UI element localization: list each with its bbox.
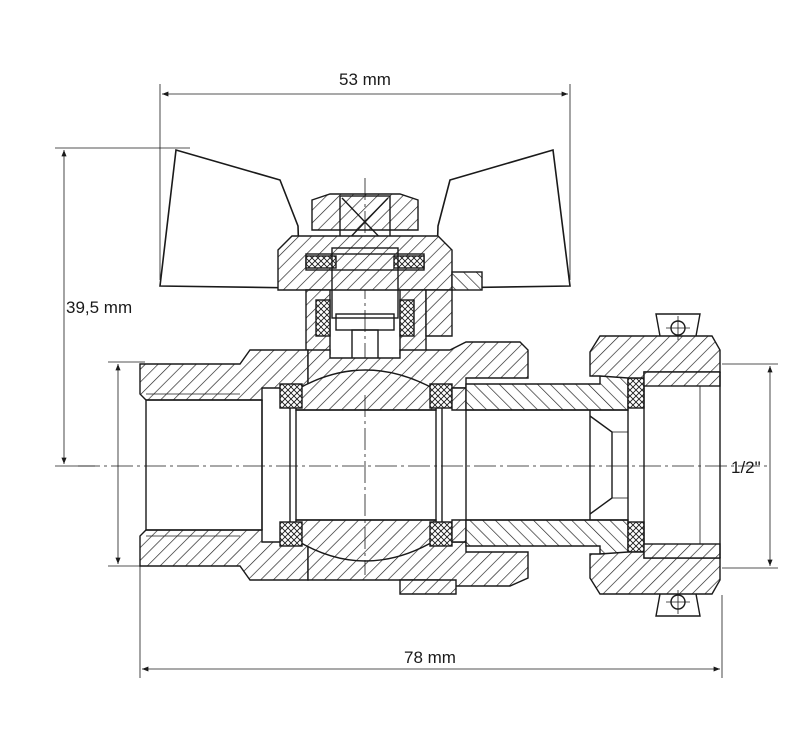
top-width-label: 53 mm <box>339 70 391 89</box>
butterfly-handle <box>159 148 571 289</box>
gasket-bottom <box>627 521 645 553</box>
handle-left-wing <box>159 148 301 289</box>
thread-size-label: 1/2" <box>731 458 761 477</box>
union-nut <box>589 313 721 617</box>
bottom-length-label: 78 mm <box>404 648 456 667</box>
stem-assembly <box>277 178 483 400</box>
ball-bore <box>295 409 437 521</box>
handle-boss <box>277 235 453 291</box>
seat-top-right <box>429 383 453 409</box>
height-label: 39,5 mm <box>66 298 132 317</box>
gasket-top <box>627 377 645 409</box>
seat-top-left <box>279 383 303 409</box>
height-dimension: 39,5 mm <box>55 147 190 467</box>
seat-bottom-left <box>279 521 303 547</box>
seat-bottom-right <box>429 521 453 547</box>
thread-size-dimension: 1/2" <box>722 363 778 569</box>
valve-body <box>139 341 645 595</box>
handle-right-wing <box>435 148 571 289</box>
top-width-dimension: 53 mm <box>159 70 571 280</box>
bottom-length-dimension: 78 mm <box>139 560 723 678</box>
union-lug-bottom <box>655 593 701 617</box>
union-lug-top <box>655 313 701 337</box>
